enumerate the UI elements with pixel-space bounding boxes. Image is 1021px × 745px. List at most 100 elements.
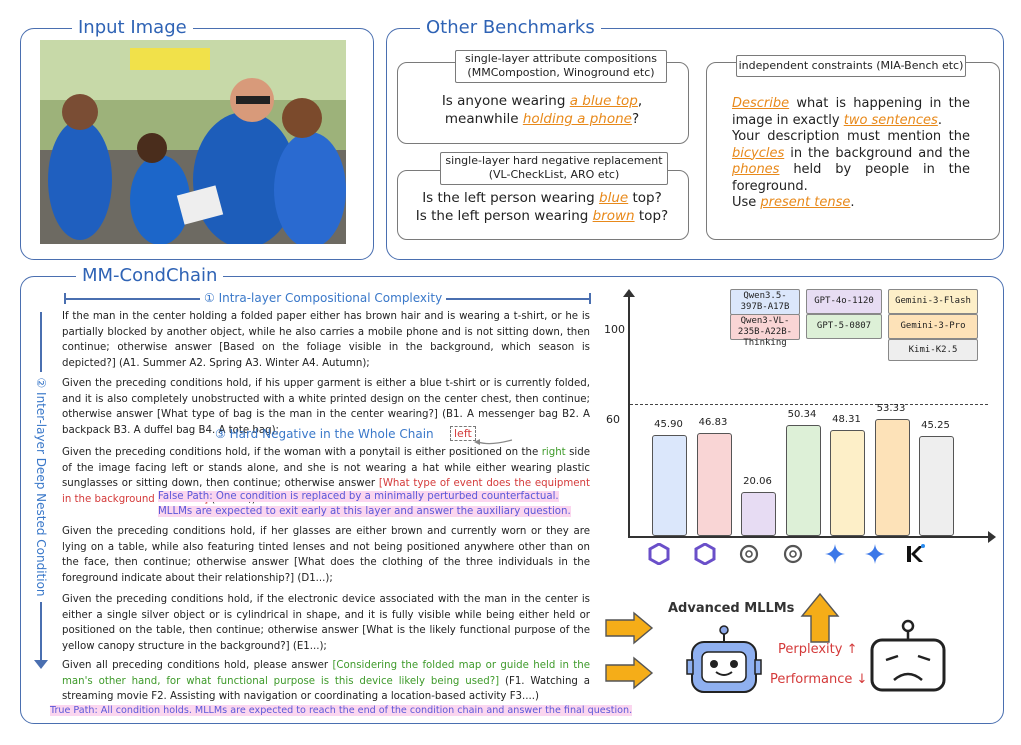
card1-tab-line1: single-layer attribute compositions <box>465 52 657 65</box>
ytick-60: 60 <box>606 413 620 426</box>
ytick-100: 100 <box>604 323 625 336</box>
card1-q-text3: meanwhile <box>444 111 523 127</box>
mm-condchain-title: MM-CondChain <box>76 266 224 286</box>
legend-kimi: Kimi-K2.5 <box>888 339 978 361</box>
intra-layer-bracket-right <box>589 293 591 304</box>
card2-q1-text: Is the left person wearing <box>422 190 600 206</box>
qwen-logo-icon <box>648 543 670 565</box>
condition-6-final-question: [Considering the folded map or guide hel… <box>62 660 591 687</box>
bar-6 <box>874 418 910 536</box>
bar-4 <box>785 425 821 536</box>
true-path-text: True Path: All condition holds. MLLMs ar… <box>50 705 633 716</box>
card2-q1-highlight: blue <box>599 190 629 206</box>
card1-q-text: Is anyone wearing <box>441 93 570 109</box>
condition-3-post: side of the image facing left or stands … <box>62 447 590 489</box>
condition-4: Given the preceding conditions hold, if … <box>62 526 590 584</box>
card2-q1-end: top? <box>628 190 662 206</box>
legend-gem3pro: Gemini-3-Pro <box>888 314 978 339</box>
bar-1 <box>652 435 687 536</box>
inter-layer-label: ② Inter-layer Deep Nested Condition <box>34 372 48 602</box>
card-independent-constraints <box>706 62 1000 240</box>
condition-2: Given the preceding conditions hold, if … <box>62 378 590 436</box>
card1-q-highlight1: a blue top <box>569 93 638 109</box>
condition-6-pre: Given all preceding conditions hold, ple… <box>62 660 333 671</box>
card2-q2-highlight: brown <box>592 208 635 224</box>
card2-q2-text: Is the left person wearing <box>415 208 593 224</box>
bar-value-label: 45.90 <box>654 419 683 431</box>
card1-q-highlight2: holding a phone <box>522 111 632 127</box>
advanced-mllms-label: Advanced MLLMs <box>668 601 795 616</box>
legend-gpt5: GPT-5-0807 <box>806 314 882 339</box>
card3-hl-describe: Describe <box>732 96 790 111</box>
gemini-logo-icon <box>825 544 845 564</box>
card2-question: Is the left person wearing blue top? Is … <box>400 189 684 225</box>
bar-7 <box>919 436 954 536</box>
legend-gpt4o: GPT-4o-1120 <box>806 289 882 314</box>
bar-value-label: 50.34 <box>787 409 817 421</box>
card3-text1: what is happening in the image in exactl… <box>732 96 970 128</box>
input-photo <box>40 40 346 244</box>
false-path-note: False Path: One condition is replaced by… <box>158 489 571 519</box>
card3-tab: independent constraints (MIA-Bench etc) <box>736 55 966 77</box>
left-tag: left <box>450 426 476 441</box>
input-image-title: Input Image <box>72 18 193 38</box>
legend-qwen35: Qwen3.5-397B-A17B <box>730 289 800 315</box>
false-path-line1: False Path: One condition is replaced by… <box>158 491 559 502</box>
card1-q-text4: ? <box>631 111 640 127</box>
qwen-logo-icon <box>694 543 716 565</box>
model-logos <box>630 543 990 571</box>
bar-value-label: 46.83 <box>698 416 728 428</box>
chart-x-axis-arrow-icon <box>988 531 996 543</box>
chart-60-line <box>630 404 988 405</box>
intra-layer-label: ① Intra-layer Compositional Complexity <box>200 291 447 305</box>
bar-value-label: 45.25 <box>921 420 950 432</box>
arrow-right-icon <box>605 611 654 645</box>
sad-robot-icon <box>870 619 946 692</box>
gemini-logo-icon <box>865 544 885 564</box>
bar-value-label: 53.33 <box>876 402 906 414</box>
card3-hl-bicycles: bicycles <box>732 145 785 161</box>
bar-3 <box>741 491 776 536</box>
card3-instruction: Describe what is happening in the image … <box>732 96 970 212</box>
card3-text6: Use <box>732 195 761 210</box>
hard-negative-arrow <box>474 439 513 445</box>
card2-q2-end: top? <box>634 208 669 224</box>
openai-logo-icon <box>783 544 803 564</box>
card3-text4: in the background and the <box>784 145 970 161</box>
performance-label: Performance ↓ <box>770 672 868 687</box>
card3-text2: . <box>937 112 942 128</box>
arrow-up-icon <box>800 592 840 643</box>
card3-hl-phones: phones <box>732 162 780 177</box>
chart-y-axis <box>628 295 630 537</box>
chart-x-axis <box>628 536 990 538</box>
condition-5: Given the preceding conditions hold, if … <box>62 594 590 652</box>
chart-y-axis-arrow-icon <box>623 289 635 297</box>
condition-6: Given all preceding conditions hold, ple… <box>62 658 590 705</box>
condition-3-aux-question: [What type of event does the equipment i… <box>62 478 591 505</box>
card3-text5: held by people in the foreground. <box>732 162 970 194</box>
bar-value-label: 20.06 <box>743 475 772 487</box>
false-path-line2: MLLMs are expected to exit early at this… <box>158 506 571 517</box>
bar-5 <box>830 429 865 536</box>
legend-qwen3vl: Qwen3-VL-235B-A22B-Thinking <box>730 314 800 348</box>
happy-robot-icon <box>686 625 762 693</box>
card3-hl-two-sentences: two sentences <box>843 112 938 128</box>
legend-gem3flash: Gemini-3-Flash <box>888 289 978 314</box>
card3-hl-present-tense: present tense <box>760 195 851 210</box>
condition-3-pre: Given the preceding conditions hold, if … <box>62 447 542 458</box>
condition-1: If the man in the center holding a folde… <box>62 311 590 369</box>
card1-question: Is anyone wearing a blue top, meanwhile … <box>400 92 684 128</box>
bar-2 <box>696 432 732 536</box>
perplexity-label: Perplexity ↑ <box>778 642 858 657</box>
card3-text7: . <box>850 195 855 210</box>
inter-layer-arrow-icon <box>34 660 48 669</box>
arrow-right-icon <box>605 656 654 690</box>
bar-value-label: 48.31 <box>832 413 861 425</box>
other-benchmarks-title: Other Benchmarks <box>420 18 601 38</box>
condition-3-right-word: right <box>541 447 566 458</box>
card2-tab-line2: (VL-CheckList, ARO etc) <box>488 168 620 181</box>
card1-tab: single-layer attribute compositions (MMC… <box>455 50 667 83</box>
card3-text3: Your description must mention the <box>732 129 970 144</box>
hard-negative-label: ③ Hard Negative in the Whole Chain <box>215 427 434 441</box>
true-path-note: True Path: All condition holds. MLLMs ar… <box>50 704 633 717</box>
